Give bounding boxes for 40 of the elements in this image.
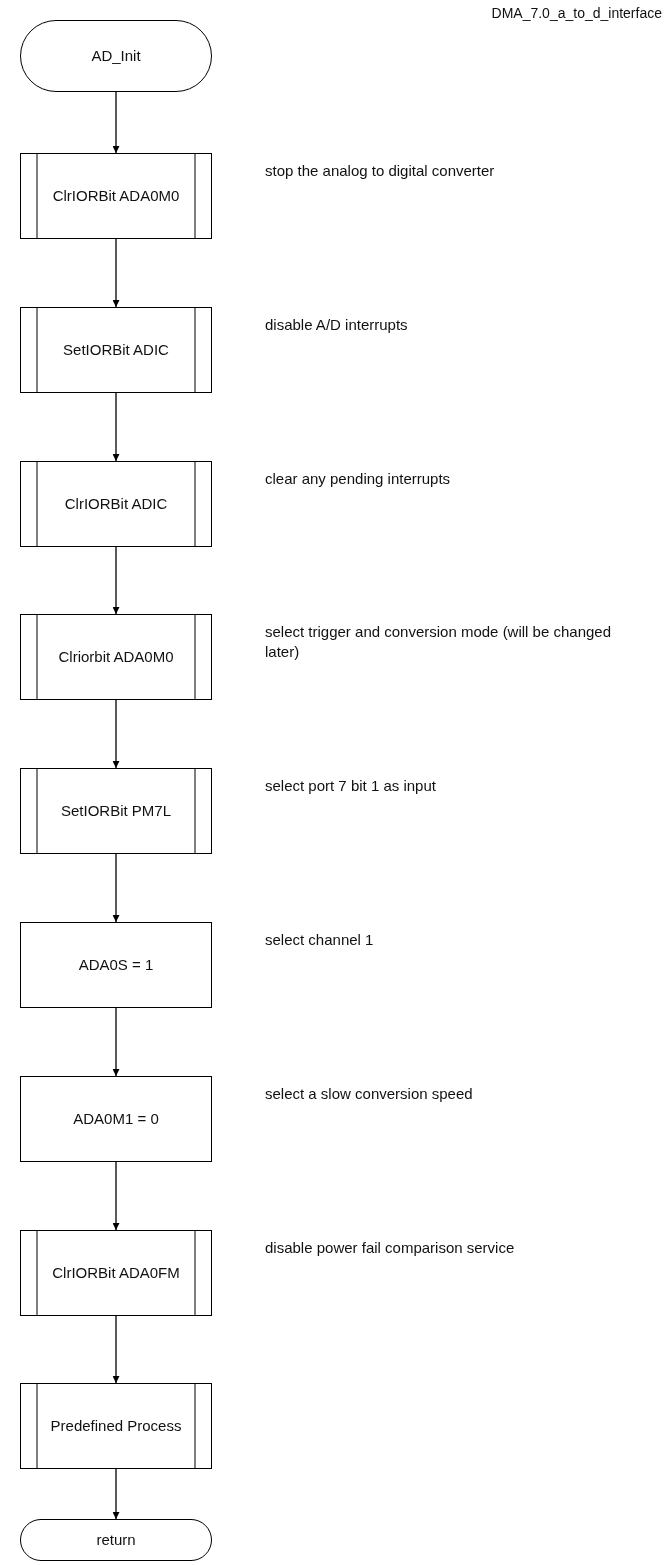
annotation-text: select port 7 bit 1 as input: [265, 776, 437, 796]
subroutine-box: [20, 1383, 212, 1469]
node-label: AD_Init: [90, 46, 142, 66]
subroutine-box: [20, 1230, 212, 1316]
annotation-text: stop the analog to digital converter: [265, 161, 496, 181]
annotation-text: select a slow conversion speed: [265, 1084, 474, 1104]
arrow: [112, 91, 120, 154]
arrow: [112, 1315, 120, 1384]
arrow: [112, 392, 120, 462]
node-label: ADA0S = 1: [77, 955, 155, 975]
node-label: ADA0M1 = 0: [72, 1109, 160, 1129]
arrow: [112, 699, 120, 769]
subroutine-box: [20, 461, 212, 547]
annotation-text: disable A/D interrupts: [265, 315, 409, 335]
process-box: [20, 1076, 212, 1162]
arrow: [112, 1468, 120, 1520]
subroutine-box: [20, 614, 212, 700]
node-label: ClrIORBit ADA0FM: [51, 1263, 181, 1283]
arrow: [112, 546, 120, 615]
arrow: [112, 238, 120, 308]
annotation-text: disable power fail comparison service: [265, 1238, 516, 1258]
node-label: SetIORBit ADIC: [62, 340, 170, 360]
subroutine-box: [20, 153, 212, 239]
node-label: Clriorbit ADA0M0: [57, 647, 175, 667]
subroutine-box: [20, 768, 212, 854]
arrow: [112, 853, 120, 923]
annotation-text: select channel 1: [265, 930, 375, 950]
node-label: Predefined Process: [49, 1416, 183, 1436]
subroutine-box: [20, 307, 212, 393]
node-label: return: [95, 1530, 137, 1550]
annotation-text: select trigger and conversion mode (will be changed later): [265, 622, 613, 662]
arrow: [112, 1007, 120, 1077]
annotation-text: clear any pending interrupts: [265, 469, 452, 489]
node-label: ClrIORBit ADIC: [63, 494, 169, 514]
diagram-title: DMA_7.0_a_to_d_interface: [491, 5, 662, 21]
node-label: SetIORBit PM7L: [59, 801, 172, 821]
terminal-node: [20, 1519, 212, 1561]
process-box: [20, 922, 212, 1008]
arrow: [112, 1161, 120, 1231]
node-label: ClrIORBit ADA0M0: [51, 186, 181, 206]
